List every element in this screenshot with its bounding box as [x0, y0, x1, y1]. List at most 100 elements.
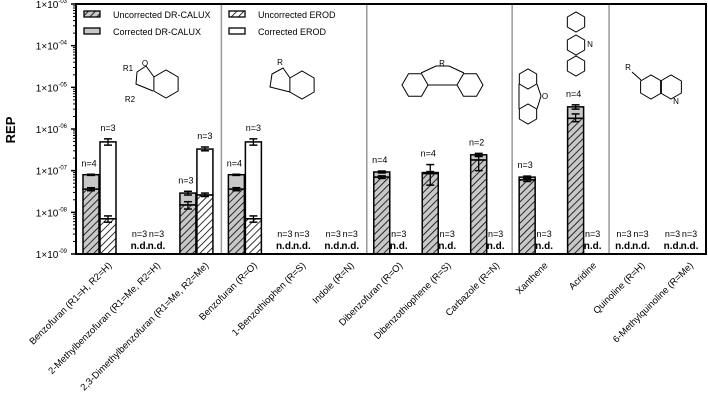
error-bar — [200, 146, 209, 152]
n-label: n=3 — [633, 229, 648, 239]
plot-frame — [75, 3, 707, 255]
benzo-heterocycle-structure: R — [269, 58, 315, 100]
n-label: n=3 — [391, 229, 406, 239]
calux-bar: n=3 n.d. — [664, 229, 682, 252]
not-detected-label: n.d. — [341, 241, 359, 252]
y-tick-label: 1×10-06 — [36, 124, 68, 136]
n-label: n=3 — [100, 123, 115, 133]
not-detected-label: n.d. — [390, 241, 408, 252]
n-label: n=3 — [537, 229, 552, 239]
n-label: n=3 — [178, 175, 193, 185]
uncorrected-segment — [566, 117, 585, 255]
n-label: n=4 — [81, 158, 96, 168]
erod-bar: n=3 — [99, 123, 117, 255]
y-tick-label: 1×10-07 — [36, 166, 68, 178]
svg-text:Corrected EROD: Corrected EROD — [258, 27, 327, 37]
corrected-segment — [244, 141, 263, 220]
not-detected-label: n.d. — [276, 241, 294, 252]
not-detected-label: n.d. — [632, 241, 650, 252]
n-label: n=3 — [246, 123, 261, 133]
not-detected-label: n.d. — [438, 241, 456, 252]
legend-entry: Corrected DR-CALUX — [83, 27, 201, 37]
erod-bar: n=3 n.d. — [148, 229, 166, 252]
erod-bar: n=3 n.d. — [390, 229, 408, 252]
y-tick-label: 1×10-09 — [36, 249, 68, 261]
not-detected-label: n.d. — [584, 241, 602, 252]
structure-atom-label: N — [587, 40, 593, 49]
error-bar — [249, 138, 258, 146]
corrected-segment — [196, 148, 214, 196]
erod-bar: n=3 n.d. — [535, 229, 553, 252]
n-label: n=3 — [440, 229, 455, 239]
erod-bar: n=3 n.d. — [584, 229, 602, 252]
not-detected-label: n.d. — [664, 241, 682, 252]
erod-bar: n=3 — [244, 123, 263, 255]
legend-swatch — [83, 10, 101, 18]
error-bar — [104, 215, 112, 223]
n-label: n=3 — [132, 229, 147, 239]
error-bar — [87, 186, 95, 192]
not-detected-label: n.d. — [535, 241, 553, 252]
structure-atom-label: R2 — [125, 95, 136, 104]
svg-text:Uncorrected DR-CALUX: Uncorrected DR-CALUX — [113, 10, 211, 20]
not-detected-label: n.d. — [293, 241, 311, 252]
n-label: n=4 — [421, 149, 436, 159]
calux-bar: n=3 n.d. — [276, 229, 294, 252]
uncorrected-segment — [99, 218, 117, 255]
not-detected-label: n.d. — [681, 241, 699, 252]
error-bar — [474, 155, 483, 172]
error-bar — [104, 138, 112, 146]
x-tick-label: Benzofuran (R1=H, R2=H) — [27, 260, 114, 347]
n-label: n=3 — [294, 229, 309, 239]
erod-bar: n=3 n.d. — [632, 229, 650, 252]
not-detected-label: n.d. — [148, 241, 166, 252]
calux-bar: n=3 — [518, 160, 536, 255]
legend: Uncorrected DR-CALUX Corrected DR-CALUX Un… — [83, 10, 336, 37]
y-tick-label: 1×10-08 — [36, 207, 68, 219]
legend-swatch — [228, 27, 246, 35]
y-tick-label: 1×10-03 — [36, 0, 68, 11]
x-tick-label: Quinoline (R=H) — [591, 260, 647, 316]
structure-atom-label: O — [542, 92, 548, 101]
structure-atom-label: R1 — [123, 64, 134, 73]
n-label: n=3 — [616, 229, 631, 239]
n-label: n=3 — [197, 131, 212, 141]
uncorrected-segment — [227, 188, 246, 255]
y-axis-label: REP — [3, 116, 18, 143]
calux-bar: n=2 — [469, 137, 488, 255]
legend-entry: Uncorrected DR-CALUX — [83, 10, 211, 20]
x-tick-label: 6-Methylquinoline (R=Me) — [611, 260, 696, 345]
n-label: n=3 — [149, 229, 164, 239]
error-bar — [232, 173, 241, 177]
structure-atom-label: O — [142, 59, 148, 68]
n-label: n=3 — [277, 229, 292, 239]
structure-atom-label: R — [625, 63, 631, 72]
erod-bar: n=3n.d. — [487, 229, 505, 252]
legend-entry: Uncorrected EROD — [228, 10, 336, 20]
uncorrected-segment — [196, 194, 214, 255]
n-label: n=3 — [518, 160, 533, 170]
xanthene-structure: O — [518, 68, 548, 125]
not-detected-label: n.d. — [615, 241, 633, 252]
calux-bar: n=3 n.d. — [615, 229, 633, 252]
n-label: n=3 — [343, 229, 358, 239]
error-bar — [426, 170, 435, 186]
structure-atom-label: R — [439, 59, 445, 68]
n-label: n=3 — [665, 229, 680, 239]
uncorrected-segment — [469, 159, 488, 255]
x-tick-label: Indole (R=N) — [311, 260, 357, 306]
quinoline-structure: RN — [625, 63, 682, 106]
error-bar — [571, 113, 580, 123]
calux-bar: n=4 — [372, 155, 391, 255]
calux-bar: n=3 n.d. — [324, 229, 342, 252]
uncorrected-segment — [82, 188, 100, 255]
legend-swatch — [228, 10, 246, 18]
n-label: n=3 — [585, 229, 600, 239]
n-label: n=3 — [326, 229, 341, 239]
uncorrected-segment — [373, 176, 391, 255]
calux-bar: n=4 — [421, 149, 439, 255]
legend-entry: Corrected EROD — [228, 27, 327, 37]
not-detected-label: n.d. — [324, 241, 342, 252]
erod-bar: n=3 n.d. — [438, 229, 456, 252]
y-tick-label: 1×10-05 — [36, 82, 68, 94]
